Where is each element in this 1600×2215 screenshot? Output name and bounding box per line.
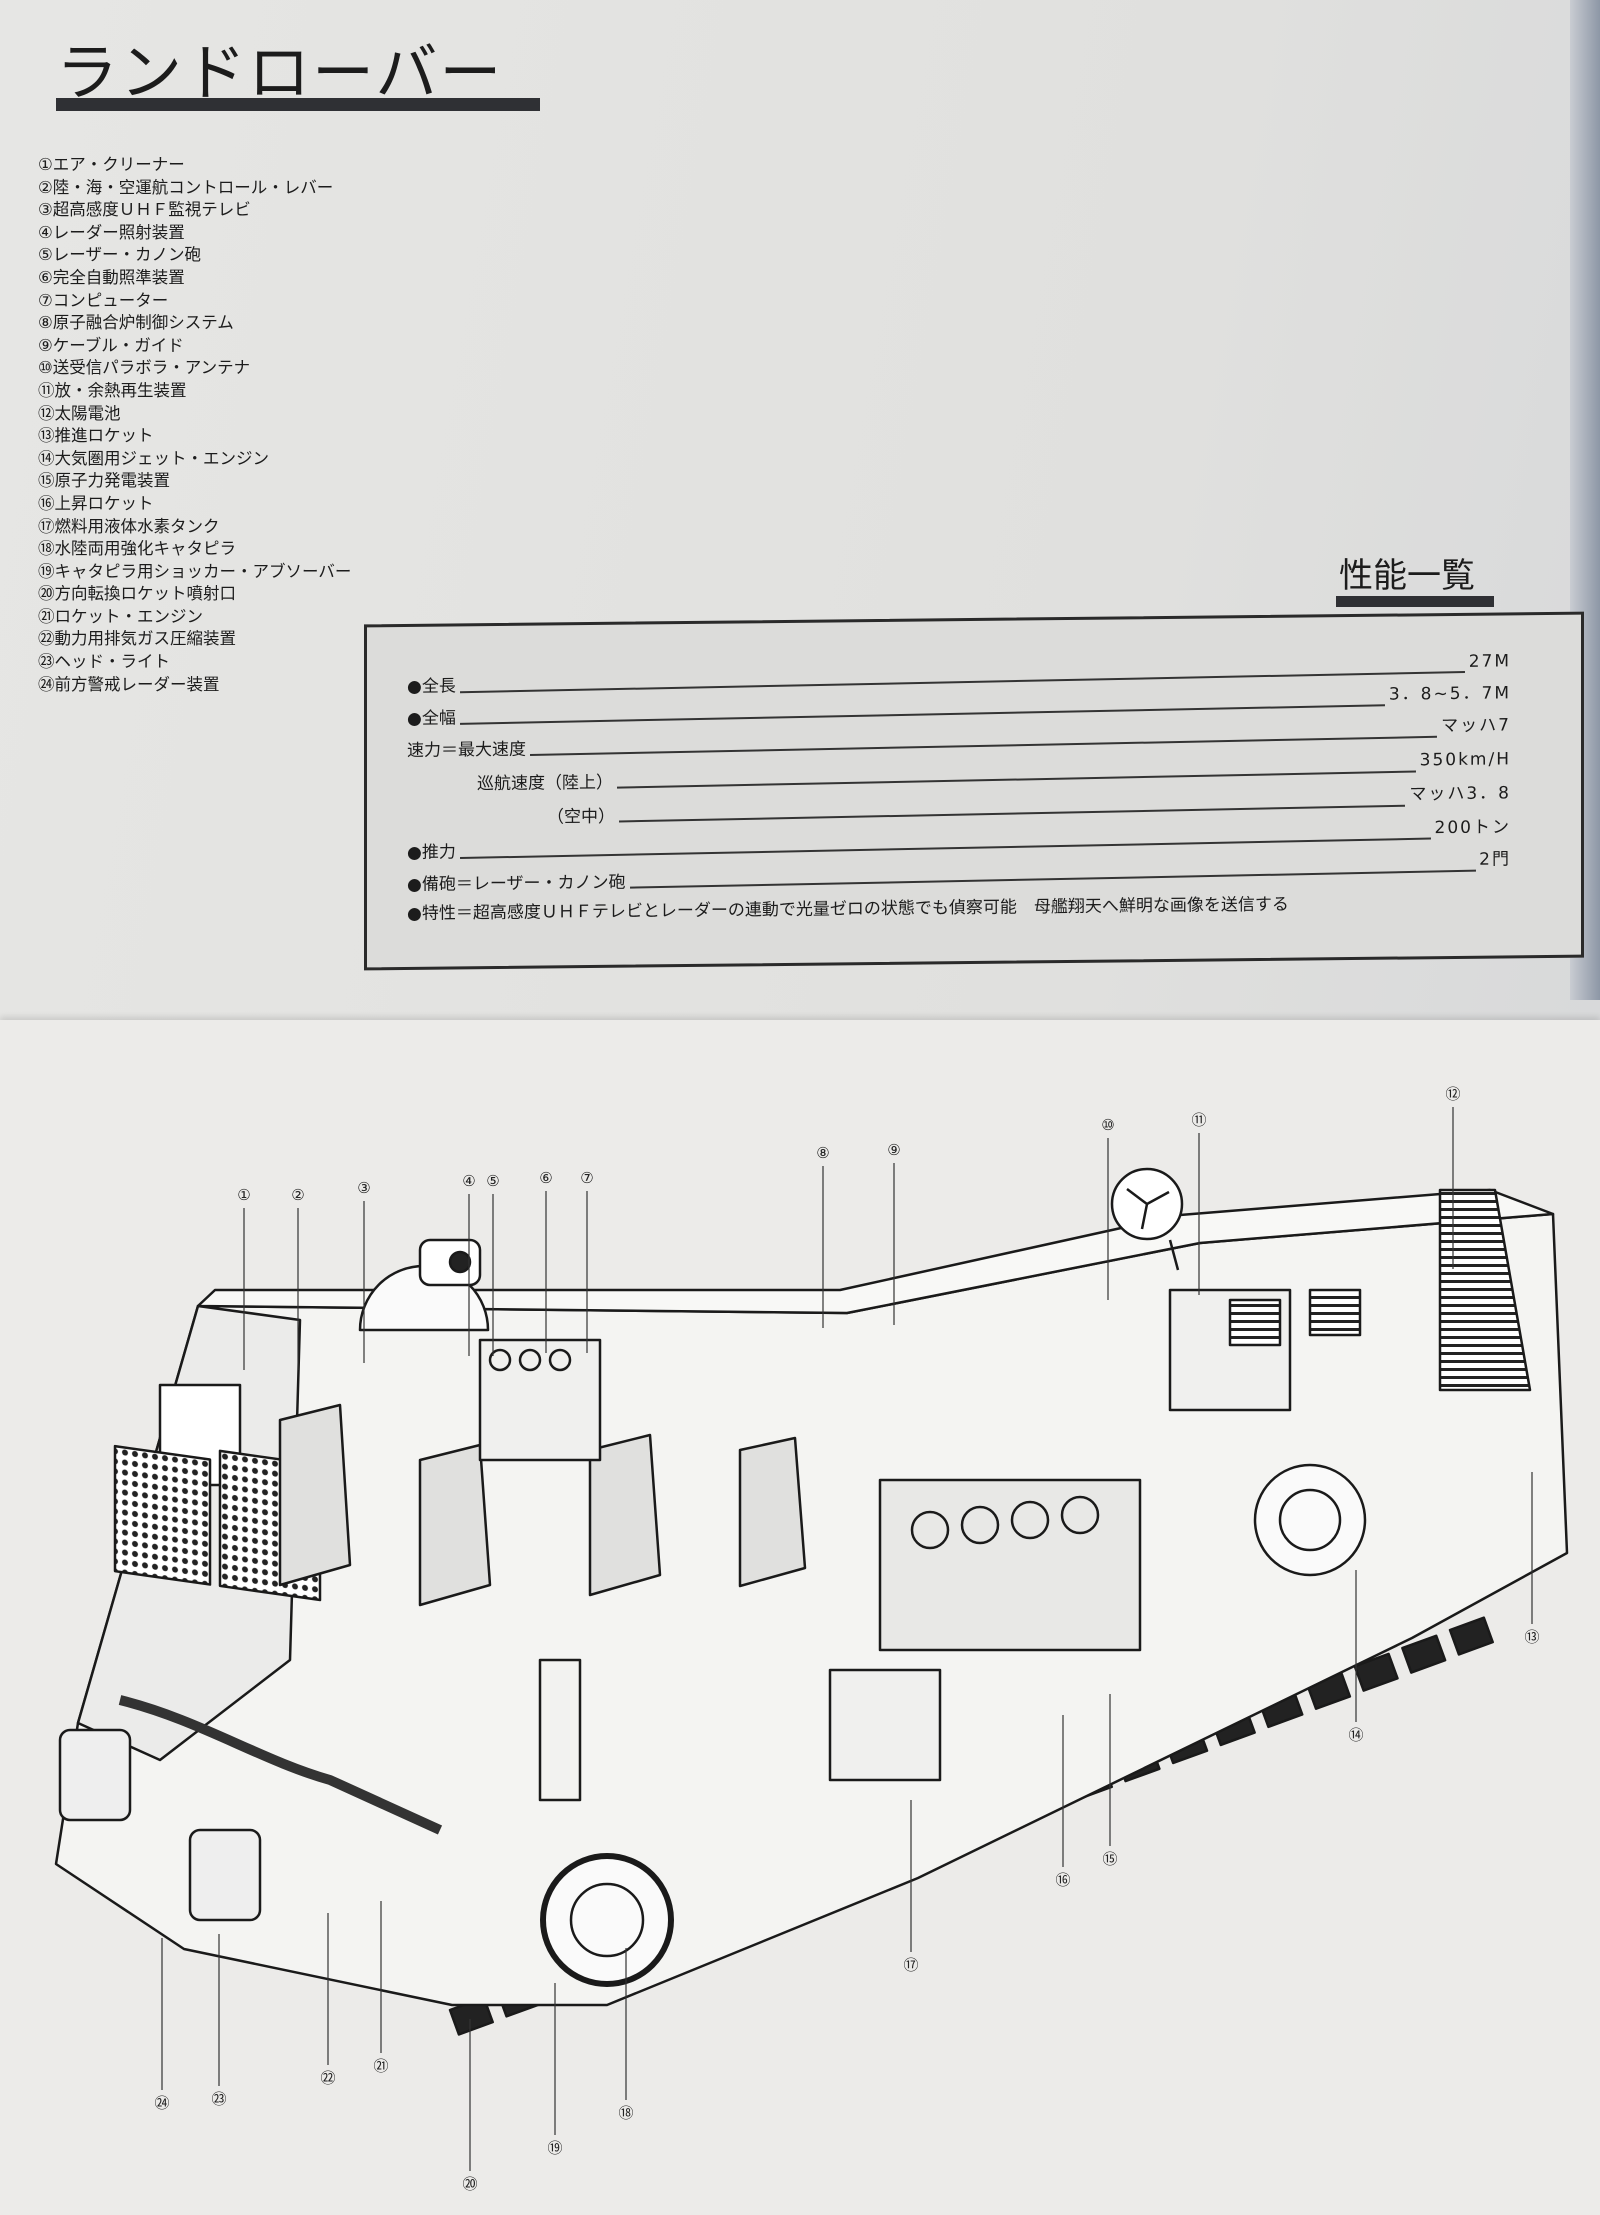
camera-lens: [448, 1250, 472, 1274]
part-list-item: ⑲キャタピラ用ショッカー・アブソーバー: [38, 561, 352, 581]
part-list-item: ⑥完全自動照準装置: [38, 267, 185, 287]
callout-number: ②: [291, 1186, 304, 1204]
track-tooth: [1353, 1652, 1399, 1692]
part-list-item: ⑩送受信パラボラ・アンテナ: [38, 358, 251, 378]
part-list-item: ⑭大気圏用ジェット・エンジン: [38, 448, 269, 468]
callout-number: ⑳: [462, 2175, 477, 2193]
callout-number: ⑮: [1102, 1850, 1117, 1868]
part-list-item: ⑯上昇ロケット: [38, 493, 154, 513]
page-title: ランドローバー: [56, 36, 504, 109]
shock-absorber: [538, 1658, 582, 1802]
part-list-item: ㉔前方警戒レーダー装置: [38, 674, 220, 694]
part-list-item: ⑱水陸両用強化キャタピラ: [38, 539, 236, 559]
callout-number: ④: [462, 1172, 475, 1190]
part-list-item: ⑧原子融合炉制御システム: [38, 313, 234, 333]
spec-heading: 性能一覧: [1339, 556, 1475, 596]
callout-number: ㉔: [154, 2094, 169, 2112]
part-list-item: ⑨ケーブル・ガイド: [38, 335, 184, 355]
parts-list: ①エア・クリーナー ②陸・海・空運航コントロール・レバー ③超高感度ＵＨＦ監視テレビ…: [38, 154, 351, 696]
part-list-item: ②陸・海・空運航コントロール・レバー: [38, 177, 334, 197]
part-list-item: ⑪放・余熱再生装置: [38, 380, 187, 400]
callout-number: ⑤: [486, 1172, 499, 1190]
callout-number: ⑩: [1101, 1116, 1114, 1134]
callout-number: ⑥: [539, 1169, 552, 1187]
part-list-item: ③超高感度ＵＨＦ監視テレビ: [38, 200, 251, 220]
callout-number: ⑧: [816, 1144, 829, 1162]
callout-number: ㉑: [373, 2057, 388, 2075]
part-list-item: ⑫太陽電池: [38, 403, 121, 423]
callout-number: ⑭: [1348, 1726, 1363, 1744]
part-list-item: ⑦コンピューター: [38, 290, 169, 310]
part-list-item: ⑰燃料用液体水素タンク: [38, 516, 220, 536]
headlight: [58, 1728, 132, 1822]
callout-number: ③: [357, 1179, 370, 1197]
part-list-item: ㉓ヘッド・ライト: [38, 652, 170, 672]
engine-block: [878, 1478, 1142, 1652]
callout-number: ⑫: [1445, 1085, 1460, 1103]
callout-number: ⑦: [580, 1169, 593, 1187]
front-grille: [113, 1444, 212, 1586]
jet-engine: [1253, 1463, 1367, 1577]
callout-number: ⑪: [1191, 1111, 1206, 1129]
part-list-item: ⑬推進ロケット: [38, 426, 154, 446]
cockpit-seats: [278, 1403, 807, 1607]
callout-number: ①: [237, 1186, 250, 1204]
callout-number: ⑯: [1055, 1871, 1070, 1889]
solar-panel-ladder: [1438, 1188, 1532, 1392]
callout-number: ⑲: [547, 2139, 562, 2157]
part-list-item: ㉒動力用排気ガス圧縮装置: [38, 629, 236, 649]
track-tooth: [1448, 1616, 1494, 1656]
track-tooth: [1401, 1634, 1447, 1674]
part-list-item: ①エア・クリーナー: [38, 155, 185, 174]
hydrogen-tank: [828, 1668, 942, 1782]
spec-heading-underline: [1336, 596, 1494, 607]
callout-number: ⑰: [903, 1956, 918, 1974]
callout-number: ㉒: [320, 2069, 335, 2087]
exhaust-pipe: [118, 1695, 443, 1835]
part-list-item: ⑤レーザー・カノン砲: [38, 245, 201, 265]
part-list-item: ④レーダー照射装置: [38, 222, 185, 242]
part-list-item: ⑮原子力発電装置: [38, 471, 170, 491]
callout-number: ㉓: [211, 2090, 226, 2108]
title-underline: [56, 98, 540, 111]
part-list-item: ⑳方向転換ロケット噴射口: [38, 584, 236, 604]
headlight: [188, 1828, 262, 1922]
callout-number: ⑨: [887, 1141, 900, 1159]
callout-number: ⑱: [618, 2104, 633, 2122]
callout-number: ⑬: [1524, 1628, 1539, 1646]
front-wheel: [540, 1853, 674, 1987]
part-list-item: ㉑ロケット・エンジン: [38, 606, 203, 626]
